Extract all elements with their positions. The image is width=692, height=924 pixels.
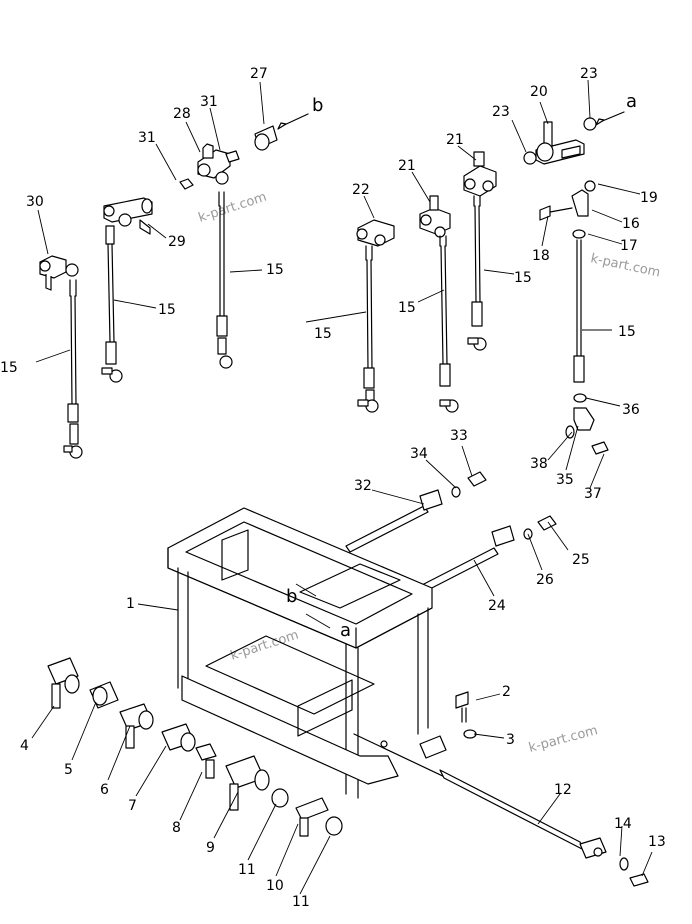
callout-21-a: 21 (398, 158, 416, 174)
callout-14: 14 (614, 816, 632, 832)
callout-15-a: 15 (0, 360, 18, 376)
callout-15-f: 15 (514, 270, 532, 286)
callout-12: 12 (554, 782, 572, 798)
callout-15-d: 15 (314, 326, 332, 342)
callout-5: 5 (64, 762, 73, 778)
callout-15-e: 15 (398, 300, 416, 316)
callout-31-a: 31 (200, 94, 218, 110)
callout-22: 22 (352, 182, 370, 198)
callout-7: 7 (128, 798, 137, 814)
callout-9: 9 (206, 840, 215, 856)
watermark-1: k-part.com (197, 190, 269, 226)
callout-15-b: 15 (158, 302, 176, 318)
callout-27: 27 (250, 66, 268, 82)
ref-b-top: b (312, 95, 323, 116)
callout-29: 29 (168, 234, 186, 250)
callout-23-b: 23 (580, 66, 598, 82)
callout-26: 26 (536, 572, 554, 588)
callout-17: 17 (620, 238, 638, 254)
ref-b-frame: b (286, 586, 297, 607)
callout-16: 16 (622, 216, 640, 232)
callout-3: 3 (506, 732, 515, 748)
ref-a-frame: a (340, 620, 351, 641)
callout-13: 13 (648, 834, 666, 850)
callout-11-a: 11 (238, 862, 256, 878)
rod-assembly-left (39, 113, 309, 459)
leader-lines (31, 79, 653, 895)
callout-30: 30 (26, 194, 44, 210)
callout-35: 35 (556, 472, 574, 488)
callout-34: 34 (410, 446, 428, 462)
callout-37: 37 (584, 486, 602, 502)
watermark-3: k-part.com (229, 628, 301, 664)
watermark-2: k-part.com (589, 251, 661, 280)
callout-33: 33 (450, 428, 468, 444)
shaft-12 (439, 769, 649, 887)
pins-32-24 (345, 471, 557, 593)
bolt-washer-2-3 (455, 691, 477, 739)
callout-10: 10 (266, 878, 284, 894)
callout-4: 4 (20, 738, 29, 754)
callout-20: 20 (530, 84, 548, 100)
callout-15-c: 15 (266, 262, 284, 278)
callout-15-g: 15 (618, 324, 636, 340)
watermark-4: k-part.com (527, 723, 599, 756)
bushings-brackets-4-11 (47, 657, 343, 837)
callout-18: 18 (532, 248, 550, 264)
reference-letters: b a a b (286, 91, 637, 641)
callout-23-a: 23 (492, 104, 510, 120)
callout-21-b: 21 (446, 132, 464, 148)
callout-8: 8 (172, 820, 181, 836)
callout-1: 1 (126, 596, 135, 612)
callout-6: 6 (100, 782, 109, 798)
callout-31-b: 31 (138, 130, 156, 146)
callout-28: 28 (173, 106, 191, 122)
callout-2: 2 (502, 684, 511, 700)
ref-a-top: a (626, 91, 637, 112)
callout-36: 36 (622, 402, 640, 418)
callout-25: 25 (572, 552, 590, 568)
rod-assembly-center (356, 151, 497, 413)
callout-32: 32 (354, 478, 372, 494)
callout-19: 19 (640, 190, 658, 206)
rod-assembly-right (523, 111, 625, 455)
callout-38: 38 (530, 456, 548, 472)
callout-11-b: 11 (292, 894, 310, 910)
callout-24: 24 (488, 598, 506, 614)
callout-numbers: 27 28 31 31 30 29 15 15 15 15 15 15 15 2… (0, 66, 666, 910)
